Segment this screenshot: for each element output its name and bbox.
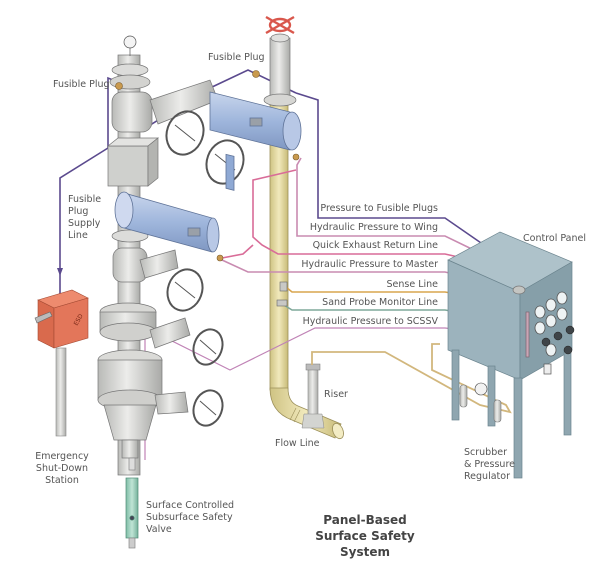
label-sand-probe-monitor-line: Sand Probe Monitor Line: [322, 297, 438, 308]
riser: [301, 363, 325, 429]
panel-gauges: [534, 291, 568, 357]
gauge-icon: [545, 343, 557, 357]
handwheel-icon: [192, 328, 224, 366]
sand-probe-icon: [276, 299, 288, 307]
knob-icon: [541, 337, 551, 347]
panel-knobs: [541, 325, 575, 355]
line-hydraulic-pressure-to-wing: [296, 157, 481, 254]
label-quick-exhaust-return-line: Quick Exhaust Return Line: [312, 240, 438, 251]
fusible-plug-left-icon: [115, 82, 123, 90]
label-sense-line: Sense Line: [386, 279, 438, 290]
label-hydraulic-pressure-to-wing: Hydraulic Pressure to Wing: [309, 222, 438, 233]
gauge-icon: [545, 314, 557, 328]
title-line-1: Panel-Based: [323, 513, 407, 527]
label-fusible-plug-top: Fusible Plug: [208, 52, 265, 63]
sight-glass: [525, 311, 530, 358]
diagram-title: Panel-Based Surface Safety System: [290, 512, 440, 560]
gauge-icon: [556, 307, 568, 321]
esd-lever-icon: [34, 311, 53, 324]
handwheel-icon: [166, 268, 204, 312]
title-line-2: Surface Safety System: [315, 529, 415, 559]
esd-station: ESD: [34, 289, 89, 437]
gauge-icon: [545, 298, 557, 312]
label-riser: Riser: [324, 389, 348, 400]
quick-exhaust-fitting-icon: [292, 153, 300, 161]
scssv: [125, 457, 139, 549]
knob-icon: [563, 345, 573, 355]
label-scrubber-pressure-regulator: Scrubber & Pressure Regulator: [464, 447, 515, 482]
gauge-icon: [534, 321, 546, 335]
knob-icon: [565, 325, 575, 335]
knob-icon: [553, 331, 563, 341]
label-scssv: Surface Controlled Subsurface Safety Val…: [146, 500, 235, 535]
wing-valve-actuator: [209, 91, 302, 191]
pressure-gauge-icon: [123, 35, 137, 49]
master-exhaust-fitting-icon: [216, 254, 224, 262]
christmas-tree: [97, 35, 219, 476]
line-quick-exhaust-return: [252, 169, 481, 263]
master-valve-actuator: [114, 191, 220, 253]
handwheels: [165, 110, 245, 427]
line-pressure-to-fusible-plugs: [295, 92, 485, 246]
panel-placard: [543, 363, 552, 375]
scrubber-regulator: [459, 382, 502, 423]
red-handwheel-icon: [265, 15, 295, 35]
sense-probe-icon: [279, 281, 288, 292]
swab-valve: [263, 15, 297, 107]
gauge-icon: [534, 305, 546, 319]
label-fusible-plug-supply-line: Fusible Plug Supply Line: [68, 194, 102, 241]
label-fusible-plug-left: Fusible Plug: [53, 79, 110, 90]
handwheel-icon: [192, 389, 224, 427]
handwheel-icon: [205, 139, 245, 185]
line-fusible-plug-supply: [59, 147, 109, 300]
control-panel: [447, 231, 575, 479]
label-emergency-shutdown-station: Emergency Shut-Down Station: [35, 451, 89, 486]
fusible-plug-top-icon: [252, 70, 260, 78]
label-flow-line: Flow Line: [275, 438, 320, 449]
panel-cap-icon: [512, 285, 526, 295]
label-hydraulic-pressure-to-master: Hydraulic Pressure to Master: [301, 259, 438, 270]
line-supply-gas: [311, 343, 512, 414]
label-hydraulic-pressure-to-scssv: Hydraulic Pressure to SCSSV: [302, 316, 438, 327]
label-pressure-to-fusible-plugs: Pressure to Fusible Plugs: [320, 203, 438, 214]
handwheel-icon: [165, 110, 205, 156]
label-control-panel: Control Panel: [523, 233, 586, 244]
gauge-icon: [556, 291, 568, 305]
regulator-gauge-icon: [474, 382, 488, 396]
